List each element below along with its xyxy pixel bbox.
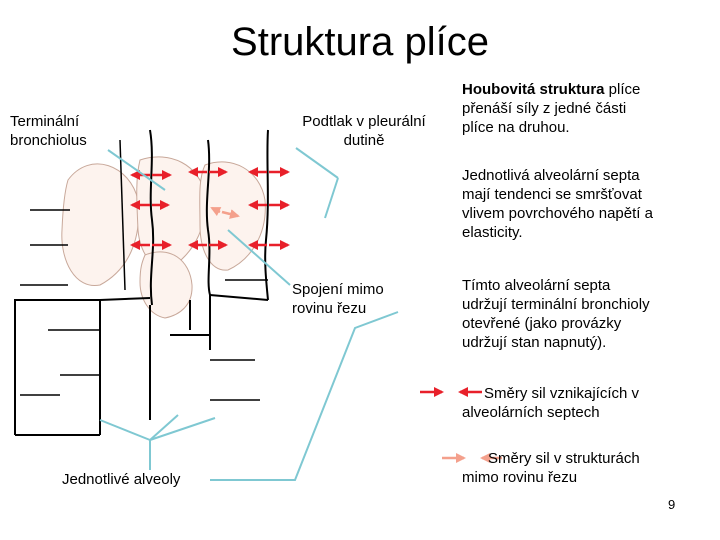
alveolus <box>136 156 206 268</box>
paragraph-septa-contract: Jednotlivá alveolární septa mají tendenc… <box>462 167 653 241</box>
septa-lines <box>15 139 268 436</box>
label-pleural-pressure: Podtlak v pleurální dutině <box>302 113 426 149</box>
out-of-plane-force-arrows <box>210 206 240 219</box>
legend-septal-forces: Směry sil vznikajících v alveolárních se… <box>462 385 640 421</box>
alveolus <box>61 163 140 286</box>
slide-title: Struktura plíce <box>231 20 489 64</box>
label-terminal-bronchiolus: Terminální bronchiolus <box>10 113 87 149</box>
label-alveoli: Jednotlivé alveoly <box>62 471 181 488</box>
label-outside-connection: Spojení mimo rovinu řezu <box>292 281 384 317</box>
legend-out-of-plane-forces: Směry sil v strukturách mimo rovinu řezu <box>462 450 640 486</box>
septal-force-arrows <box>130 167 290 250</box>
bronchiole-walls <box>14 129 269 436</box>
alveolus <box>139 251 193 319</box>
paragraph-septa-keep-open: Tímto alveolární septa udržují termináln… <box>462 277 650 351</box>
page-number: 9 <box>668 497 676 512</box>
paragraph-spongy-structure: Houbovitá struktura plíce přenáší síly z… <box>462 81 641 136</box>
bold-phrase: Houbovitá struktura <box>462 81 605 98</box>
pointer-lines <box>99 147 399 481</box>
alveoli-group <box>61 156 266 319</box>
